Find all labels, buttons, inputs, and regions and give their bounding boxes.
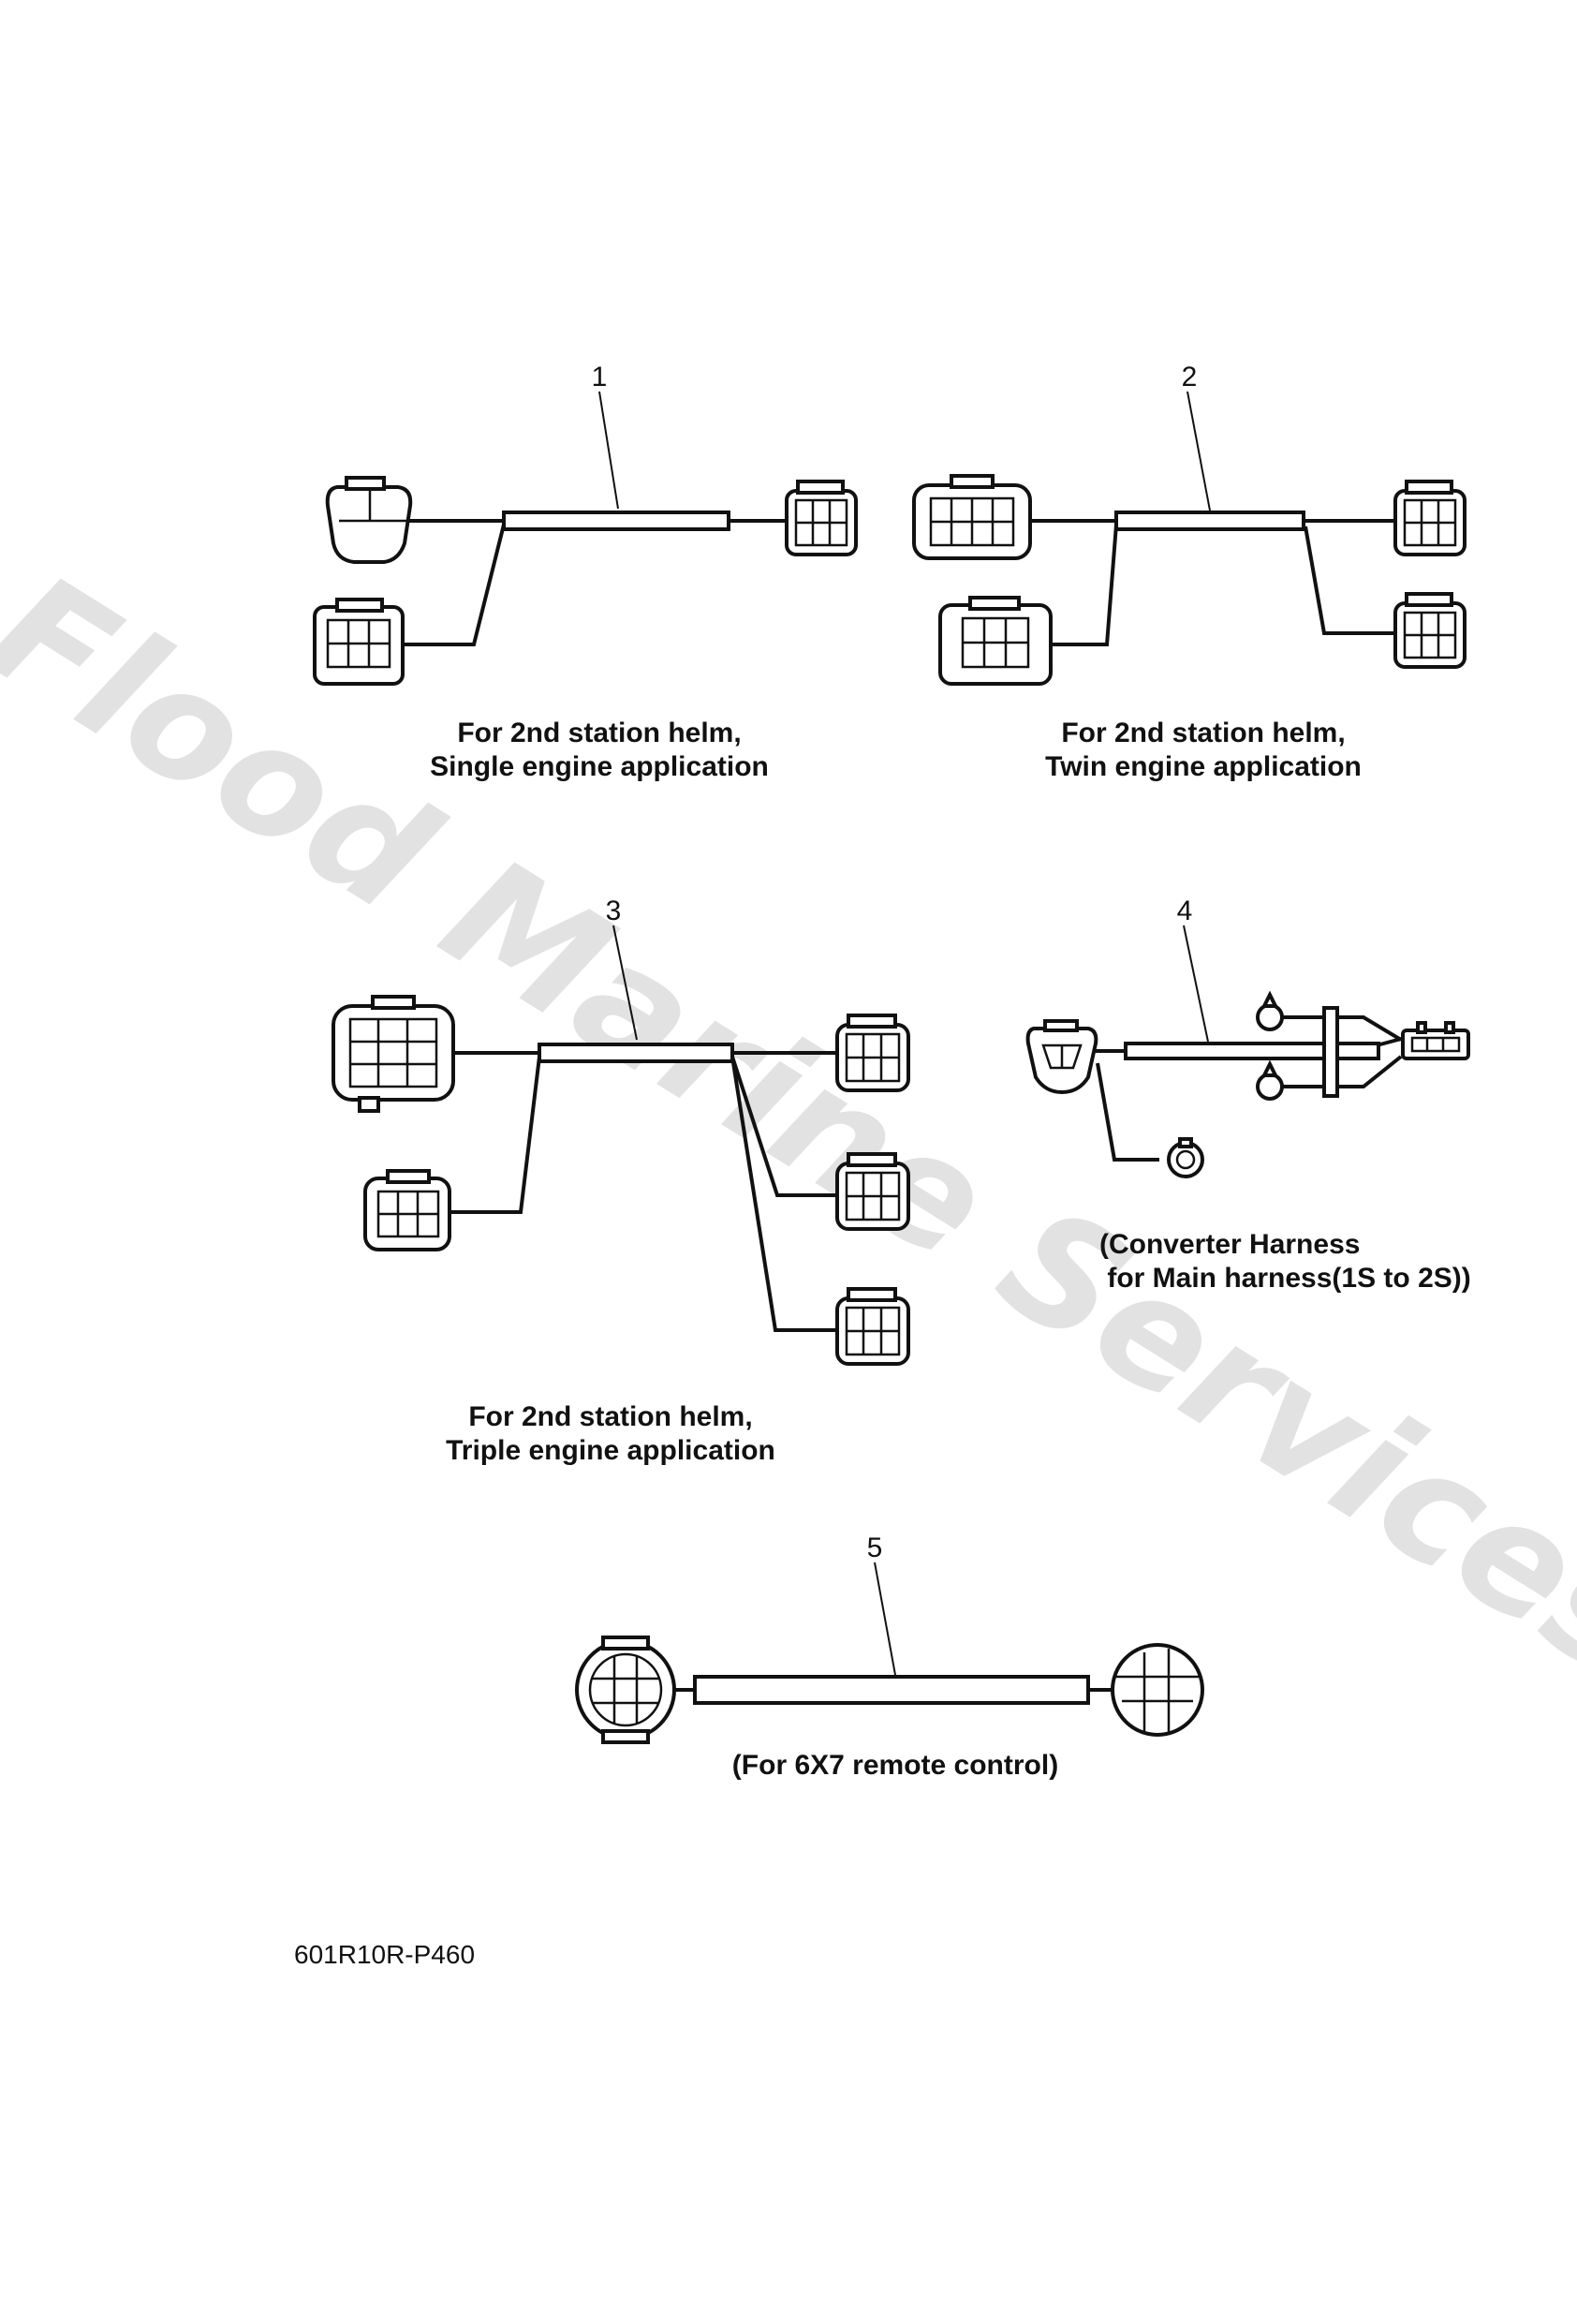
harness-5: 5 (For 6X7 remote control) — [575, 1532, 1204, 1781]
connector-4b — [1401, 1021, 1470, 1060]
caption-2-line-2: Twin engine application — [1045, 751, 1362, 782]
connector-1b — [313, 598, 405, 686]
connector-1a — [325, 476, 413, 564]
harness-tube-3 — [538, 1043, 734, 1063]
figure-code: 601R10R-P460 — [294, 1940, 475, 1969]
caption-2-line-1: For 2nd station helm, — [1061, 718, 1345, 748]
part-number-2: 2 — [1182, 362, 1198, 392]
connector-2c — [1393, 480, 1466, 556]
part-number-3: 3 — [606, 896, 622, 926]
watermark: Flood Marine Services — [0, 539, 1577, 1711]
leader-line-3 — [612, 925, 638, 1041]
clamp-band — [1322, 1006, 1339, 1098]
connector-3d — [835, 1152, 910, 1231]
harness-1: 1 For 2nd station helm, Sin — [313, 362, 858, 782]
caption-3-line-2: Triple engine application — [446, 1435, 775, 1466]
connector-2a — [912, 474, 1032, 560]
harness-tube-4 — [1124, 1042, 1380, 1060]
harness-2: 2 — [912, 362, 1466, 782]
connector-3e — [835, 1287, 910, 1366]
connector-3a — [332, 995, 455, 1113]
connector-3b — [363, 1169, 451, 1251]
connector-5a — [575, 1636, 676, 1744]
connector-1c — [785, 480, 858, 556]
connector-5b — [1111, 1643, 1204, 1737]
harness-tube-5 — [693, 1675, 1090, 1705]
connector-2b — [938, 596, 1053, 686]
connector-3c — [835, 1014, 910, 1092]
connector-2d — [1393, 592, 1466, 669]
terminal-4-top — [1256, 990, 1284, 1031]
harness-tube-2 — [1114, 511, 1305, 531]
harness-tube-1 — [502, 511, 730, 531]
caption-1-line-1: For 2nd station helm, — [457, 718, 741, 748]
leader-line-2 — [1186, 391, 1211, 511]
connector-4a — [1025, 1019, 1098, 1095]
caption-4-line-1: (Converter Harness — [1099, 1229, 1360, 1260]
caption-5: (For 6X7 remote control) — [732, 1750, 1058, 1781]
part-number-4: 4 — [1177, 896, 1193, 926]
caption-3-line-1: For 2nd station helm, — [468, 1401, 752, 1432]
leader-line-5 — [874, 1562, 896, 1676]
terminal-4-lower — [1167, 1137, 1204, 1178]
leader-line-4 — [1183, 925, 1209, 1043]
part-number-5: 5 — [867, 1532, 883, 1563]
harness-4: 4 — [1025, 896, 1471, 1294]
part-number-1: 1 — [592, 362, 608, 392]
leader-line-1 — [598, 391, 619, 510]
caption-4-line-2: for Main harness(1S to 2S)) — [1099, 1263, 1471, 1294]
caption-1-line-2: Single engine application — [430, 751, 769, 782]
terminal-4-bottom — [1256, 1059, 1284, 1101]
harness-3: 3 — [332, 896, 910, 1466]
